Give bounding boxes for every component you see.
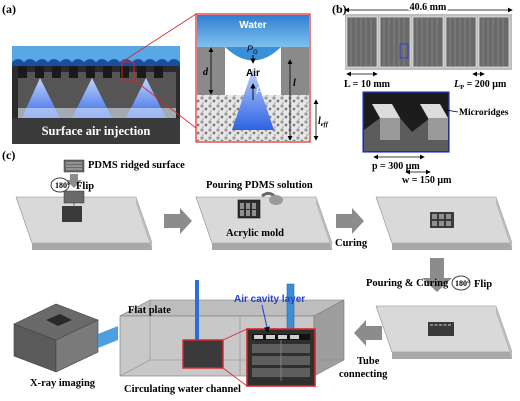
flipped-cavity <box>428 322 454 336</box>
pouring-label: Pouring PDMS solution <box>206 180 313 191</box>
arrow-step-2 <box>336 208 364 234</box>
water-tube <box>195 280 199 344</box>
air-injection-chamber: Surface air injection <box>12 46 180 144</box>
flip-angle: 180° <box>55 181 70 190</box>
step-pouring: Pouring PDMS solution Acrylic mold <box>196 180 332 250</box>
leff-label: leff <box>318 116 329 128</box>
l-label: l <box>293 78 296 89</box>
ridge-row <box>18 66 163 78</box>
acrylic-mold-label: Acrylic mold <box>226 228 284 239</box>
pour-cup <box>269 195 283 205</box>
panel-b-label: (b) <box>332 2 347 16</box>
air-cavity-label: Air cavity layer <box>234 294 305 305</box>
panel-a-label: (a) <box>2 2 16 16</box>
flip-angle-2: 180° <box>455 279 470 288</box>
sem-ridge-face-2 <box>428 118 448 140</box>
flip-label-2: Flip <box>474 279 492 290</box>
water-label: Water <box>239 20 267 31</box>
pouring-curing-label: Pouring & Curing <box>366 278 449 289</box>
surface-air-injection-label: Surface air injection <box>42 124 151 138</box>
tube-label-2: connecting <box>339 369 388 380</box>
w-label: w = 150 μm <box>402 175 452 186</box>
step-cured <box>376 197 512 250</box>
width-label: 40.6 mm <box>410 2 447 13</box>
tube-label-1: Tube <box>357 356 380 367</box>
panel-c-label: (c) <box>2 148 15 162</box>
curing-label: Curing <box>335 238 368 249</box>
sem-image <box>363 92 449 152</box>
cavity <box>62 206 82 222</box>
pdms-block-flipped <box>64 191 84 203</box>
arrow-step-1 <box>164 208 192 234</box>
flat-plate-label: Flat plate <box>128 305 171 316</box>
panel-b: (b) 40.6 mm L = 10 mm LP = 200 μm <box>332 2 512 186</box>
sem-ridge-face-1 <box>380 118 400 140</box>
arrow-step-4 <box>354 320 382 346</box>
panel-a: (a) Surface <box>2 2 329 144</box>
flip-label: Flip <box>76 181 94 192</box>
Lp-label: LP = 200 μm <box>453 79 507 91</box>
ridge-blocks <box>347 17 509 67</box>
microridges-label: Microridges <box>459 108 509 118</box>
air-label: Air <box>246 68 260 79</box>
meniscus-inset: Water PG Air Pi d l <box>196 14 310 142</box>
step-flip: PDMS ridged surface 180° Flip <box>16 160 185 250</box>
inset-tube <box>287 284 294 330</box>
step-flipped <box>376 306 512 359</box>
pdms-surface-label: PDMS ridged surface <box>88 160 185 171</box>
device-zoom-box <box>183 340 223 368</box>
xray-tube <box>98 326 118 348</box>
xray-label: X-ray imaging <box>30 378 96 389</box>
L-label: L = 10 mm <box>344 79 391 90</box>
p-label: p = 300 μm <box>372 161 420 172</box>
circulating-label: Circulating water channel <box>124 384 241 395</box>
xray-device: X-ray imaging <box>14 304 118 389</box>
